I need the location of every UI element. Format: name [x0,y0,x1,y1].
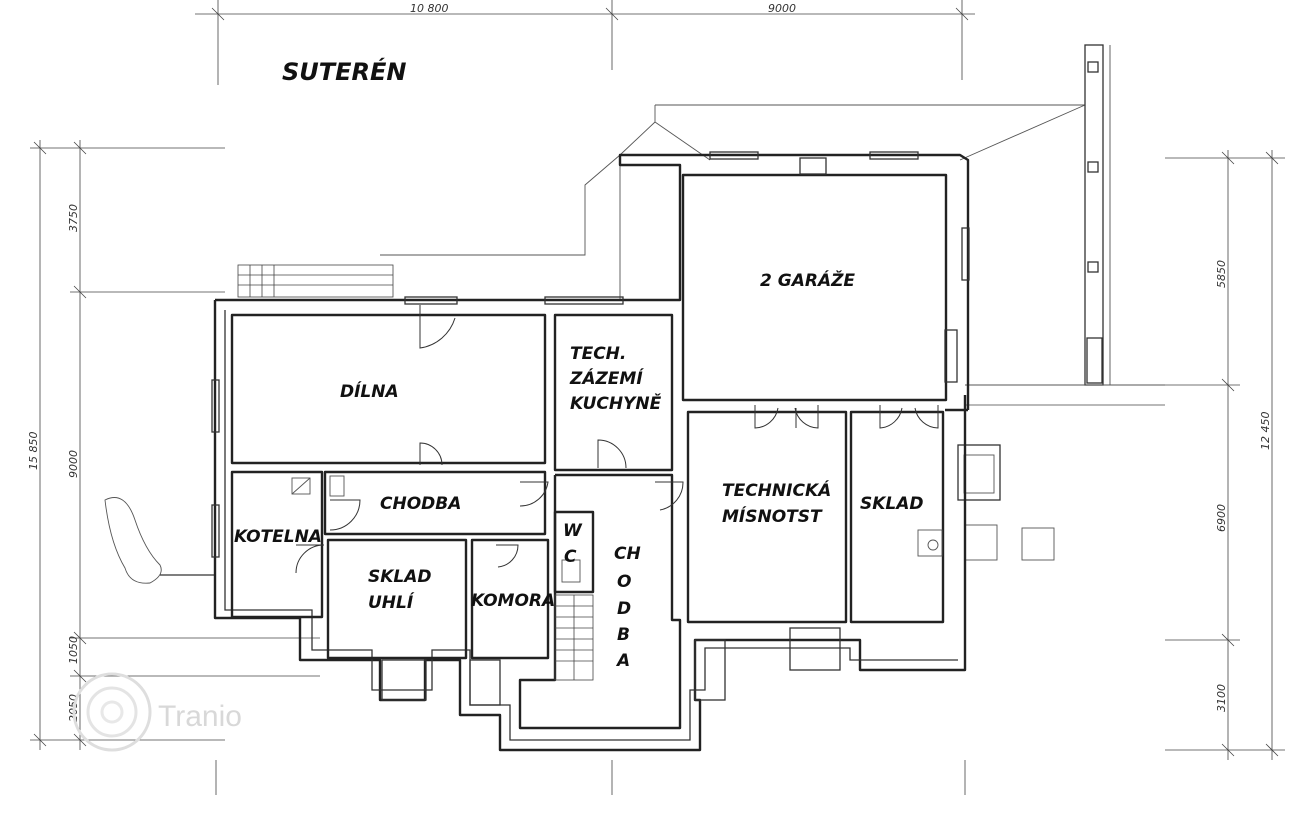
room-chodba-vertical-4: B [617,625,630,645]
room-wc-c: C [564,547,577,567]
watermark: Tranio [72,672,242,752]
room-wc-w: W [563,521,583,541]
terrace-outlines [104,44,1165,584]
watermark-text: Tranio [158,700,242,733]
room-komora-label: KOMORA [471,591,555,611]
interior-walls [211,151,970,730]
room-chodba-vertical-2: O [617,572,631,592]
dim-right-outer: 12 450 [1259,412,1272,451]
dim-top-left: 10 800 [410,2,449,15]
dim-right-b: 6900 [1215,504,1228,532]
dim-left-c: 1050 [67,636,80,664]
room-tech-zazemi-line2: ZÁZEMÍ [569,367,644,389]
room-dilna-label: DÍLNA [340,380,399,402]
floor-title: SUTERÉN [282,57,407,86]
room-chodba-vertical-3: D [617,599,631,619]
room-kotelna-label: KOTELNA [234,527,322,547]
dim-right-a: 5850 [1215,260,1228,288]
exterior-walls [213,153,970,752]
room-technicka-line1: TECHNICKÁ [722,479,831,501]
dim-right-c: 3100 [1215,684,1228,712]
room-sklad-label: SKLAD [860,494,924,514]
dim-left-outer: 15 850 [27,432,40,471]
dim-top-right: 9000 [768,2,796,15]
room-chodba-horizontal-label: CHODBA [380,494,461,514]
room-technicka-line2: MÍSNOTST [722,505,823,527]
watermark-logo-icon [72,672,152,752]
room-tech-zazemi-line1: TECH. [570,344,626,364]
room-tech-zazemi-line3: KUCHYNĚ [570,392,662,414]
dim-left-b: 9000 [67,450,80,478]
room-chodba-vertical-1: CH [614,544,641,564]
room-sklad-uhli-line2: UHLÍ [368,591,415,613]
dim-left-a: 3750 [67,204,80,232]
dimension-lines [30,0,1285,795]
room-garaze-label: 2 GARÁŽE [760,269,855,291]
doors [295,305,939,574]
room-sklad-uhli-line1: SKLAD [368,567,432,587]
room-chodba-vertical-5: A [615,651,630,671]
